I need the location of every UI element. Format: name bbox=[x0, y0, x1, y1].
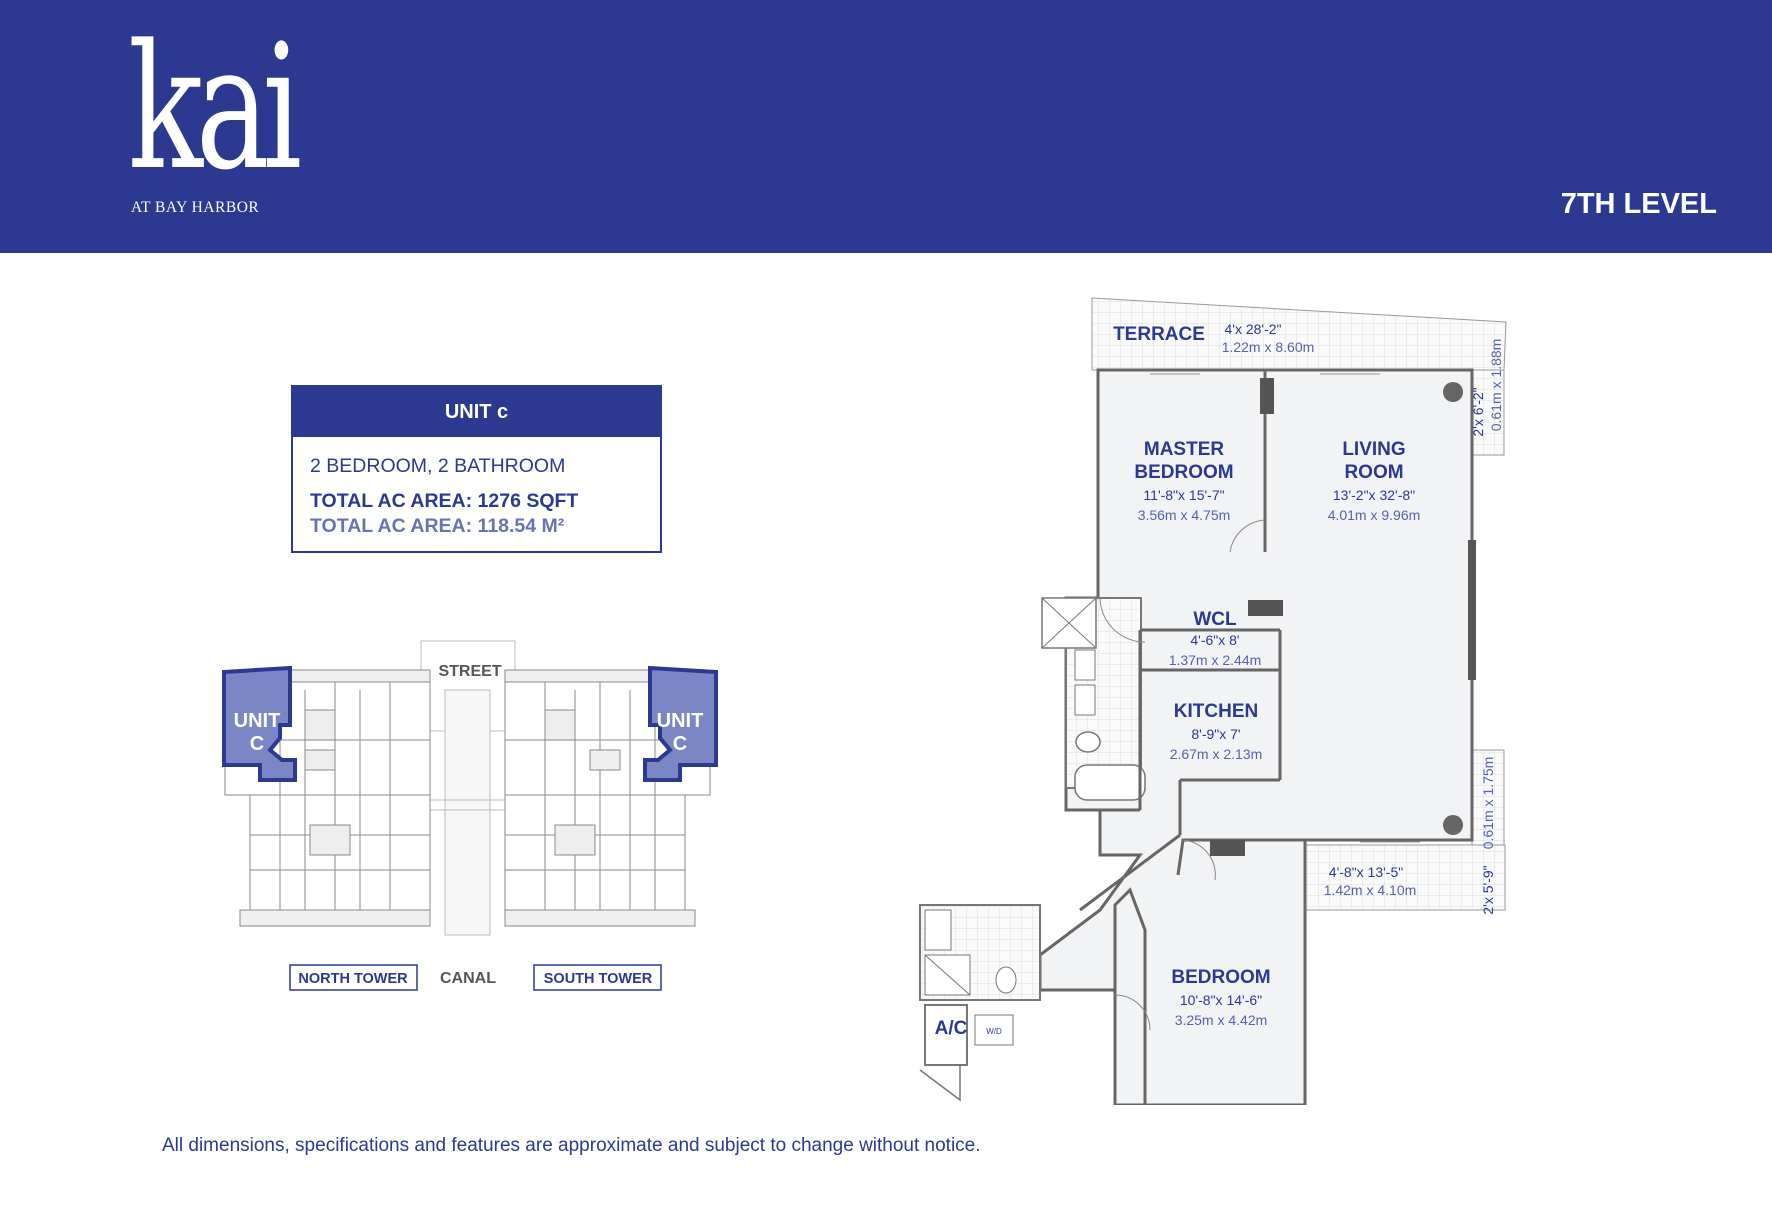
side-terrace-bottom-dim-m: 0.61m x 1.75m bbox=[1480, 757, 1496, 850]
header-banner: kai AT BAY HARBOR 7TH LEVEL bbox=[0, 0, 1772, 253]
wcl-dim-ft: 4'-6"x 8' bbox=[1190, 632, 1239, 648]
kitchen-dim-m: 2.67m x 2.13m bbox=[1170, 746, 1263, 762]
master-bedroom-name-1: MASTER bbox=[1144, 439, 1225, 460]
bedroom-dim-ft: 10'-8"x 14'-6" bbox=[1180, 992, 1262, 1008]
unit-c-label-north-2: C bbox=[250, 733, 264, 755]
unit-rooms: 2 BEDROOM, 2 BATHROOM bbox=[310, 455, 566, 477]
unit-area-m2: TOTAL AC AREA: 118.54 M² bbox=[310, 515, 565, 537]
unit-title: UNIT c bbox=[293, 387, 660, 437]
balcony-area bbox=[1304, 844, 1506, 911]
disclaimer: All dimensions, specifications and featu… bbox=[162, 1135, 981, 1156]
living-room-name-1: LIVING bbox=[1342, 439, 1405, 460]
kitchen-name: KITCHEN bbox=[1174, 701, 1258, 722]
unit-info-box: UNIT c 2 BEDROOM, 2 BATHROOM TOTAL AC AR… bbox=[291, 385, 662, 553]
terrace-dim-ft: 4'x 28'-2" bbox=[1224, 321, 1281, 337]
unit-area-sqft: TOTAL AC AREA: 1276 SQFT bbox=[310, 490, 579, 512]
kai-logo: kai AT BAY HARBOR bbox=[128, 18, 302, 225]
balcony-dim-ft: 4'-8"x 13'-5" bbox=[1329, 864, 1403, 880]
north-tower-label: NORTH TOWER bbox=[298, 971, 408, 987]
wcl-name: WCL bbox=[1193, 609, 1237, 630]
south-tower-label: SOUTH TOWER bbox=[544, 971, 653, 987]
ac-label: A/C bbox=[935, 1018, 968, 1039]
street-label: STREET bbox=[438, 663, 501, 680]
unit-c-label-south-1: UNIT bbox=[657, 710, 704, 732]
living-room-dim-ft: 13'-2"x 32'-8" bbox=[1333, 487, 1415, 503]
north-tower-plan bbox=[224, 669, 431, 927]
bedroom-name: BEDROOM bbox=[1171, 967, 1270, 988]
side-terrace-top bbox=[1471, 369, 1505, 456]
logo-word: kai bbox=[128, 7, 302, 208]
living-room-dim-m: 4.01m x 9.96m bbox=[1328, 507, 1421, 523]
unit-c-highlight-north bbox=[222, 665, 297, 782]
logo-subtitle: AT BAY HARBOR bbox=[131, 199, 260, 216]
south-tower-plan bbox=[504, 669, 711, 927]
wd-label: W/D bbox=[986, 1027, 1002, 1036]
level-title: 7TH LEVEL bbox=[1560, 188, 1717, 220]
side-terrace-top-dim-ft: 2'x 6'-2" bbox=[1470, 387, 1486, 436]
unit-c-label-north-1: UNIT bbox=[234, 710, 281, 732]
side-terrace-bottom-dim-ft: 2'x 5'-9" bbox=[1480, 865, 1496, 914]
terrace-dim-m: 1.22m x 8.60m bbox=[1222, 339, 1315, 355]
bedroom-dim-m: 3.25m x 4.42m bbox=[1175, 1012, 1268, 1028]
terrace-name: TERRACE bbox=[1113, 324, 1205, 345]
kitchen-dim-ft: 8'-9"x 7' bbox=[1191, 726, 1240, 742]
master-bedroom-name-2: BEDROOM bbox=[1134, 462, 1233, 483]
unit-c-highlight-south bbox=[643, 665, 718, 782]
wcl-dim-m: 1.37m x 2.44m bbox=[1169, 652, 1262, 668]
key-plan: STREET UNIT C UNIT C NORTH TOWER bbox=[222, 640, 718, 991]
living-room-name-2: ROOM bbox=[1344, 462, 1403, 483]
master-bedroom-dim-ft: 11'-8"x 15'-7" bbox=[1143, 487, 1224, 503]
master-bedroom-dim-m: 3.56m x 4.75m bbox=[1138, 507, 1231, 523]
unit-c-label-south-2: C bbox=[673, 733, 687, 755]
balcony-dim-m: 1.42m x 4.10m bbox=[1324, 882, 1417, 898]
canal-label: CANAL bbox=[440, 970, 496, 987]
unit-floor-plan: TERRACE 4'x 28'-2" 1.22m x 8.60m 2'x 6'-… bbox=[919, 297, 1507, 1105]
side-terrace-top-dim-m: 0.61m x 1.88m bbox=[1488, 339, 1504, 432]
